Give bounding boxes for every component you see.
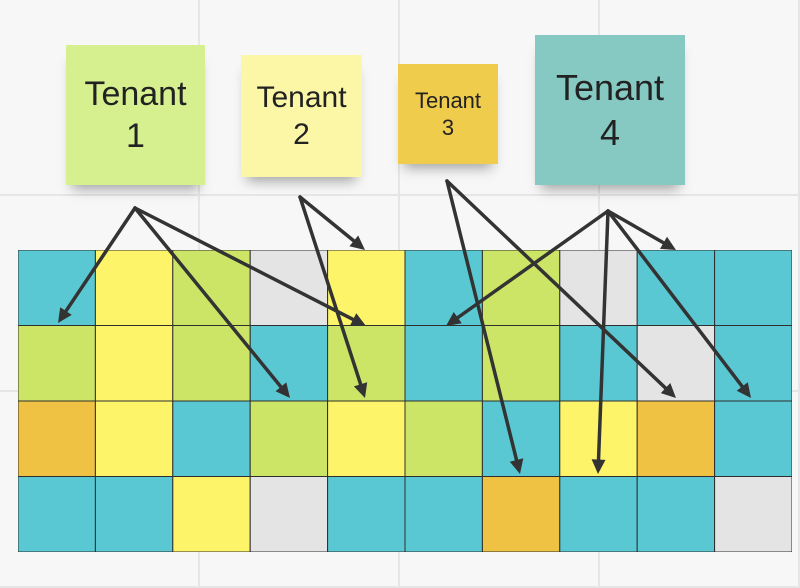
grid-cell [18,400,96,477]
connector-arrow [298,195,359,245]
arrowhead-icon [660,236,676,250]
grid-cell [714,476,792,552]
grid-cell [559,325,638,402]
grid-cell [559,400,638,477]
note-number: 4 [599,112,621,153]
grid-cell [172,476,251,552]
grid-cell [94,325,174,402]
cell-grid [18,250,792,552]
grid-cell [636,250,716,326]
grid-cell [327,476,406,552]
note-label: Tenant [84,74,187,113]
grid-cell [172,400,251,477]
grid-cell [481,400,561,477]
grid-cell [404,476,483,552]
grid-cell [404,400,483,477]
grid-cell [18,325,96,402]
grid-cell [249,250,329,326]
grid-cell [327,400,406,477]
grid-cell [636,476,716,552]
grid-cell [94,250,174,326]
grid-cell [559,250,638,326]
arrowhead-icon [349,235,365,250]
grid-cell [714,400,792,477]
note-number: 2 [293,118,310,151]
grid-cell [636,400,716,477]
grid-cell [481,476,561,552]
sticky-note-tenant-1[interactable]: Tenant 1 [66,45,205,185]
grid-cell [481,250,561,326]
grid-cell [559,476,638,552]
sticky-note-tenant-2[interactable]: Tenant 2 [241,55,362,177]
grid-cell [404,325,483,402]
note-label: Tenant [414,87,482,113]
grid-cell [94,476,174,552]
grid-cell [636,325,716,402]
sticky-note-tenant-4[interactable]: Tenant 4 [535,35,685,185]
note-number: 3 [441,115,455,140]
grid-cell [249,400,329,477]
grid-cell [327,325,406,402]
grid-cell [481,325,561,402]
grid-cell [18,476,96,552]
note-number: 1 [126,117,145,155]
grid-cell [18,250,96,326]
grid-cell [714,325,792,402]
grid-cell [172,250,251,326]
grid-cell [94,400,174,477]
grid-cell [172,325,251,402]
grid-cell [327,250,406,326]
grid-cell [249,325,329,402]
sticky-note-tenant-3[interactable]: Tenant 3 [398,64,498,164]
grid-cell [404,250,483,326]
connector-arrow [606,209,669,247]
note-label: Tenant [256,80,347,114]
note-label: Tenant [555,67,665,108]
grid-cell [249,476,329,552]
grid-cell [714,250,792,326]
